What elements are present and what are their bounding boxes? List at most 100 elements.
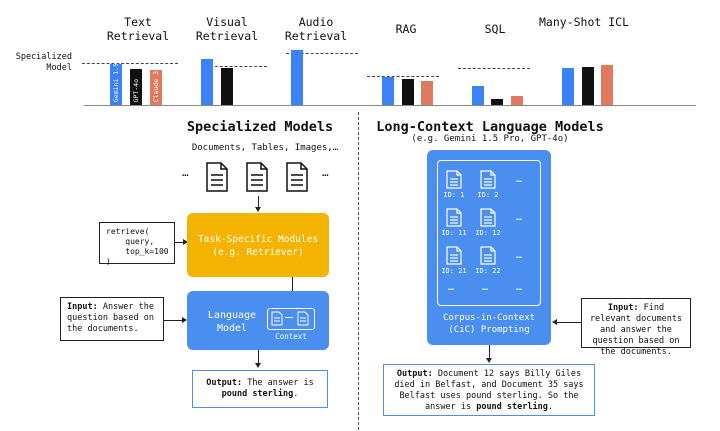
arrow-lm-to-output: [258, 350, 259, 364]
section-divider: [358, 112, 359, 430]
category-text-retrieval: Text Retrieval: [106, 15, 170, 43]
document-id-label: ID: 1: [443, 191, 465, 199]
documents-dots-right: …: [322, 166, 330, 179]
document-icon: [470, 208, 506, 229]
modules-line1: Task-Specific Modules: [197, 234, 319, 245]
context-doc-icon-1: [271, 311, 283, 326]
left-output-text: The answer is: [242, 378, 314, 388]
arrow-head-lm: [255, 363, 261, 368]
cic-label: Corpus-in-Context (CiC) Prompting: [427, 312, 551, 336]
corpus-document: ID: 22: [470, 246, 506, 275]
corpus-row-dots: …: [516, 250, 523, 261]
corpus-document: ID: 11: [436, 208, 472, 237]
specialized-models-title: Specialized Models: [186, 119, 334, 135]
cic-line1: Corpus-in-Context: [442, 313, 536, 323]
arrow-head-code: [183, 239, 188, 245]
context-box: [267, 308, 315, 330]
category-audio-retrieval: Audio Retrieval: [284, 15, 348, 43]
bar-text-claude: Claude 3: [150, 70, 162, 105]
document-id-label: ID: 11: [441, 229, 467, 237]
corpus-bottom-dots: …: [448, 282, 455, 293]
documents-dots-left: …: [182, 166, 190, 179]
specialized-line-sql: [458, 68, 530, 69]
context-label: Context: [275, 332, 307, 341]
arrow-head-docs: [255, 207, 261, 212]
corpus-document: ID: 12: [470, 208, 506, 237]
arrow-input-to-lclm: [556, 322, 581, 323]
left-output-answer: pound sterling: [221, 389, 294, 399]
document-id-label: ID: 21: [441, 267, 467, 275]
category-sql: SQL: [484, 22, 506, 36]
modules-line2: (e.g. Retriever): [212, 247, 304, 258]
left-input-box: Input: Answer the question based on the …: [60, 297, 164, 341]
corpus-bottom-dots: …: [516, 282, 523, 293]
right-output-period: .: [547, 402, 553, 412]
specialized-line-text: [82, 63, 178, 64]
specialized-model-label: Specialized Model: [15, 52, 72, 73]
task-specific-modules-box: Task-Specific Modules (e.g. Retriever): [187, 213, 329, 277]
lm-line2: Model: [216, 323, 248, 334]
chart-baseline: [84, 105, 696, 106]
left-input-text: Answer the question based on the documen…: [67, 302, 155, 334]
document-icon: [470, 246, 506, 267]
document-id-label: ID: 22: [475, 267, 501, 275]
corpus-document: ID: 1: [436, 170, 472, 199]
right-input-bold: Input:: [607, 303, 639, 313]
arrow-head-lclm: [486, 358, 492, 363]
bar-icl-gemini: [562, 68, 574, 105]
arrow-code-to-modules: [175, 242, 185, 243]
bar-text-gpt: GPT-4o: [130, 69, 142, 105]
bar-rag-gpt: [402, 79, 414, 105]
arrow-docs-to-modules: [258, 196, 259, 208]
right-output-box: Output: Document 12 says Billy Giles die…: [383, 364, 595, 416]
right-output-bold: Output:: [396, 369, 433, 379]
context-doc-icon-2: [297, 311, 309, 326]
arrow-head-input: [182, 317, 187, 323]
cic-line2: (CiC) Prompting: [448, 325, 530, 335]
lm-line1: Language: [207, 310, 257, 321]
corpus-row-dots: …: [516, 174, 523, 185]
bar-sql-gemini: [472, 86, 484, 105]
arrow-input-to-lm: [164, 320, 184, 321]
document-id-label: ID: 2: [477, 191, 499, 199]
document-icon: [206, 162, 228, 192]
right-input-box: Input: Find relevant documents and answe…: [581, 298, 691, 357]
left-output-box: Output: The answer is pound sterling.: [192, 370, 328, 408]
right-output-text: Document 12 says Billy Giles died in Bel…: [394, 369, 584, 412]
corpus-row-dots: …: [516, 212, 523, 223]
bar-rag-claude: [421, 81, 433, 105]
context-dash: [285, 317, 293, 318]
corpus-document: ID: 2: [470, 170, 506, 199]
bar-visual-gemini: [201, 59, 213, 105]
code-text: retrieve( query, top_k=100 ): [106, 227, 169, 266]
corpus-bottom-dots: …: [482, 282, 489, 293]
corpus-document: ID: 21: [436, 246, 472, 275]
bar-icl-gpt: [582, 67, 594, 105]
bar-visual-gpt: [221, 68, 233, 105]
document-icon: [470, 170, 506, 191]
bar-rag-gemini: [382, 77, 394, 105]
document-icon: [436, 246, 472, 267]
right-output-answer: pound sterling: [476, 402, 548, 412]
bar-text-gemini: Gemini 1.5: [110, 63, 122, 105]
lclm-subtitle: (e.g. Gemini 1.5 Pro, GPT-4o): [411, 134, 569, 144]
category-many-shot-icl: Many-Shot ICL: [539, 15, 630, 29]
specialized-line-visual: [205, 66, 267, 67]
document-icon: [436, 170, 472, 191]
lclm-title: Long-Context Language Models: [376, 119, 604, 135]
category-rag: RAG: [395, 22, 417, 36]
arrow-head-right-input: [552, 319, 557, 325]
corpus-box: [437, 160, 541, 306]
left-output-bold: Output:: [206, 378, 243, 388]
documents-label: Documents, Tables, Images,…: [191, 143, 339, 153]
document-icon: [436, 208, 472, 229]
bar-icl-claude: [601, 65, 613, 105]
bar-audio-gemini: [291, 50, 303, 105]
category-visual-retrieval: Visual Retrieval: [195, 15, 259, 43]
bar-sql-gpt: [491, 99, 503, 105]
retrieve-code-box: retrieve( query, top_k=100 ): [99, 222, 175, 266]
specialized-line-rag: [367, 76, 439, 77]
table-icon: [246, 162, 268, 192]
specialized-line-audio: [286, 53, 358, 54]
bar-sql-claude: [511, 96, 523, 105]
